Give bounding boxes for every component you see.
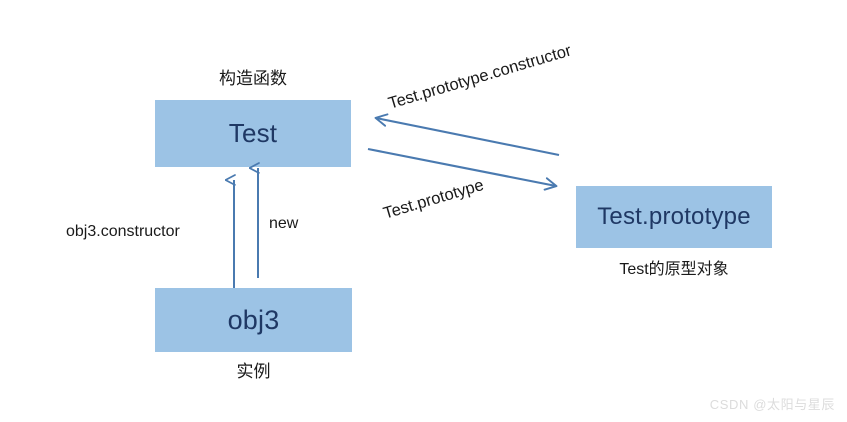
- edge-label-prototype-constructor: Test.prototype.constructor: [386, 41, 574, 113]
- node-box-test: Test: [155, 100, 351, 167]
- edge-label-obj3-constructor: obj3.constructor: [66, 223, 180, 240]
- node-caption-prototype-object: Test的原型对象: [619, 261, 729, 278]
- edge-label-new: new: [269, 215, 299, 232]
- edge-label-test-prototype: Test.prototype: [381, 175, 486, 223]
- node-box-test-prototype: Test.prototype: [576, 186, 772, 248]
- node-caption-instance: 实例: [236, 362, 271, 381]
- watermark: CSDN @太阳与星辰: [709, 397, 835, 412]
- node-caption-constructor: 构造函数: [219, 69, 287, 88]
- node-box-obj3: obj3: [155, 288, 352, 352]
- arrow-prototype-to-test: [374, 113, 560, 157]
